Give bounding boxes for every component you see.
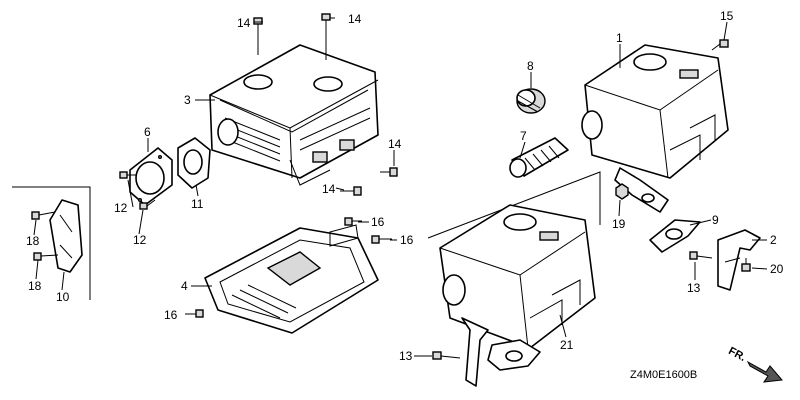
bolt-15 (711, 39, 729, 51)
muffler-protector (209, 44, 379, 186)
callout-12-upper: 12 (114, 201, 128, 215)
bolt-13-right (689, 251, 713, 260)
spark-arrester (509, 137, 569, 178)
bolt-18-upper (31, 211, 56, 220)
callout-12-lower: 12 (133, 233, 147, 247)
bolt-18-lower (33, 252, 59, 261)
callout-7: 7 (520, 129, 527, 143)
callout-13-right: 13 (687, 281, 701, 295)
callout-14-top-right: 14 (348, 12, 362, 26)
left-frame-lines (12, 186, 91, 300)
callout-19: 19 (612, 217, 626, 231)
bolt-20 (741, 258, 751, 272)
callout-10: 10 (56, 290, 70, 304)
bolt-13-lower (432, 351, 461, 360)
exhaust-gasket (177, 137, 211, 189)
callout-11: 11 (191, 197, 204, 211)
callout-16-left: 16 (164, 308, 178, 322)
screw-12-lower (139, 199, 156, 210)
callout-3: 3 (184, 93, 191, 107)
arrester-cap (516, 88, 546, 114)
callout-8: 8 (527, 59, 534, 73)
callout-16-right-a: 16 (371, 215, 385, 229)
callout-16-right-b: 16 (400, 233, 414, 247)
muffler-body-upper (581, 44, 729, 213)
fr-label: FR. (726, 345, 747, 364)
heat-shield-plate (204, 224, 379, 334)
arrow-right-icon (746, 360, 783, 383)
callout-14-bottom: 14 (322, 182, 336, 196)
nut-19 (615, 183, 629, 200)
bolt-16-right-a (344, 217, 362, 226)
callout-13-lower: 13 (399, 349, 413, 363)
callout-4: 4 (181, 279, 188, 293)
bolt-16-left (185, 309, 204, 318)
callout-18-upper: 18 (26, 234, 40, 248)
callouts: 14 14 3 6 14 14 12 12 11 18 18 10 4 16 1… (26, 9, 784, 363)
right-frame-lines (427, 171, 601, 239)
bolt-16-right-b (371, 235, 392, 244)
bolt-14-top-left (253, 17, 263, 55)
muffler-gasket (649, 219, 701, 253)
leader-lines (33, 17, 768, 357)
callout-9: 9 (712, 213, 719, 227)
callout-15: 15 (720, 9, 734, 23)
callout-20: 20 (770, 262, 784, 276)
callout-2: 2 (770, 233, 777, 247)
front-direction-arrow: FR. (726, 345, 783, 383)
muffler-assembly-lower (439, 204, 596, 387)
callout-14-side: 14 (388, 137, 402, 151)
diagram-code: Z4M0E1600B (630, 369, 697, 381)
stay-bracket (717, 229, 761, 291)
screw-12-upper (119, 171, 137, 179)
bracket-left (49, 199, 83, 273)
exhaust-cap (129, 147, 173, 206)
bolt-14-top-right (321, 13, 331, 60)
callout-18-lower: 18 (28, 279, 42, 293)
callout-21: 21 (560, 338, 574, 352)
callout-6: 6 (144, 125, 151, 139)
callout-14-top-left: 14 (237, 16, 251, 30)
bolt-14-side-right (380, 167, 398, 177)
callout-1: 1 (616, 31, 623, 45)
bolt-14-bottom (340, 186, 362, 196)
